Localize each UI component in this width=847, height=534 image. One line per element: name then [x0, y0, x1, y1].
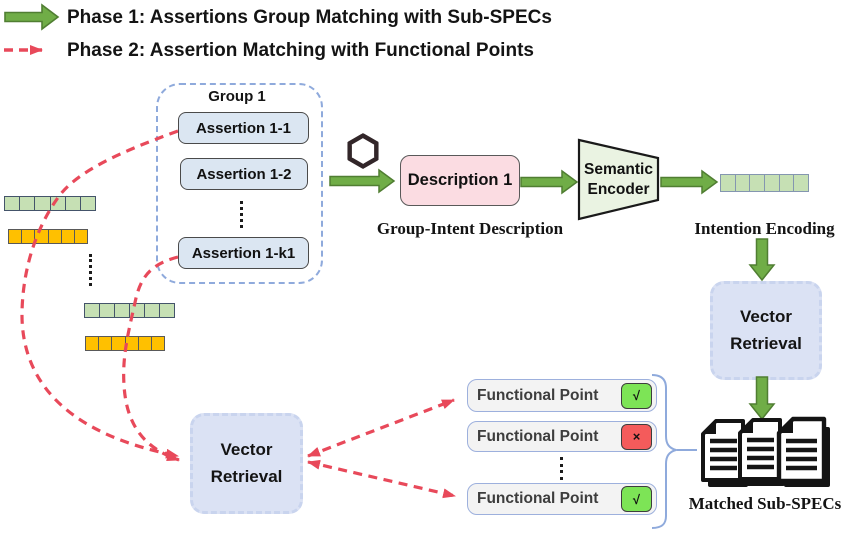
- phase1-arrow-icon: [4, 3, 60, 31]
- assertion-vector-strip-green-2: [84, 303, 175, 318]
- assertion-vector-strip-orange-2: [85, 336, 165, 351]
- description-box: Description 1: [400, 155, 520, 206]
- intention-encoding-caption: Intention Encoding: [694, 219, 835, 238]
- llm-icon: [347, 133, 379, 169]
- semantic-encoder-label: Semantic Encoder: [584, 161, 653, 198]
- matched-subspecs-caption: Matched Sub-SPECs: [688, 494, 842, 513]
- left-strips-ellipsis: [89, 254, 92, 286]
- group-title: Group 1: [208, 88, 266, 105]
- group-intent-caption: Group-Intent Description: [376, 219, 564, 238]
- check-icon: √: [621, 486, 652, 512]
- arrow-retrieval-to-fp1: [307, 398, 455, 458]
- cross-icon: ×: [621, 423, 652, 450]
- functional-points-ellipsis: [560, 457, 563, 480]
- vector-retrieval-bottom: Vector Retrieval: [190, 413, 303, 514]
- group-ellipsis: [240, 201, 243, 228]
- arrow-description-to-encoder: [520, 169, 579, 195]
- curve-assertion1-to-retrieval: [20, 129, 179, 459]
- functional-point-2-label: Functional Point: [477, 427, 599, 445]
- functional-point-3: Functional Point √: [467, 483, 657, 515]
- assertion-1-2: Assertion 1-2: [180, 158, 308, 190]
- documents-icon: [701, 416, 830, 487]
- legend-phase1-label: Phase 1: Assertions Group Matching with …: [67, 7, 552, 28]
- assertion-1-1: Assertion 1-1: [178, 112, 309, 144]
- functional-point-3-label: Functional Point: [477, 490, 599, 507]
- assertion-1-k1: Assertion 1-k1: [178, 237, 309, 269]
- legend-phase2-label: Phase 2: Assertion Matching with Functio…: [67, 40, 534, 61]
- intention-encoding-strip: [720, 174, 809, 192]
- assertion-vector-strip-orange-1: [8, 229, 88, 244]
- arrow-retrieval-to-fp3: [307, 459, 456, 499]
- arrow-encoding-to-retrieval: [748, 238, 776, 282]
- arrow-retrieval-to-docs: [748, 376, 776, 421]
- functional-point-1-label: Functional Point: [477, 386, 599, 404]
- check-icon: √: [621, 382, 652, 409]
- arrow-encoder-to-encoding: [660, 169, 719, 195]
- curve-assertionk1-to-retrieval: [122, 255, 180, 462]
- functional-point-2: Functional Point ×: [467, 421, 657, 452]
- arrow-group-to-description: [329, 168, 396, 194]
- vector-retrieval-top: Vector Retrieval: [710, 281, 822, 380]
- functional-point-1: Functional Point √: [467, 379, 657, 412]
- assertion-vector-strip-green-1: [4, 196, 96, 211]
